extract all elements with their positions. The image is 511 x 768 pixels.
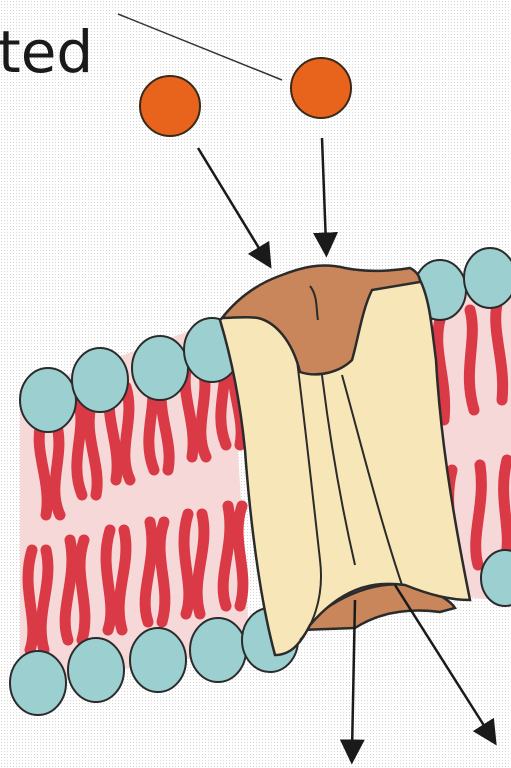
lipid-head [72,348,128,412]
lipid-tail [184,514,189,614]
diagram-label: ted [0,18,93,86]
solute-molecule-right [291,58,351,118]
entry-arrow-left [198,148,265,258]
lipid-tail [160,522,165,622]
lipid-head [10,651,66,715]
label-leader-line [118,14,282,80]
lipid-tail [77,400,82,495]
solute-molecule-left [140,76,200,136]
lipid-head [132,336,188,400]
lipid-head [68,638,124,702]
lipid-head [190,618,246,682]
lipid-tail [55,422,60,515]
lipid-head [20,368,76,432]
lipid-tail [238,506,243,606]
lipid-tail [28,550,33,650]
lipid-head [464,248,511,308]
lipid-tail [106,530,111,630]
lipid-tail [476,465,482,565]
lipid-tail [80,540,85,640]
transport-protein [220,266,470,655]
entry-arrow-right [322,138,326,245]
lipid-tail [469,310,474,410]
lipid-tail [125,387,130,480]
lipid-head [130,628,186,692]
lipid-tail [504,460,508,560]
